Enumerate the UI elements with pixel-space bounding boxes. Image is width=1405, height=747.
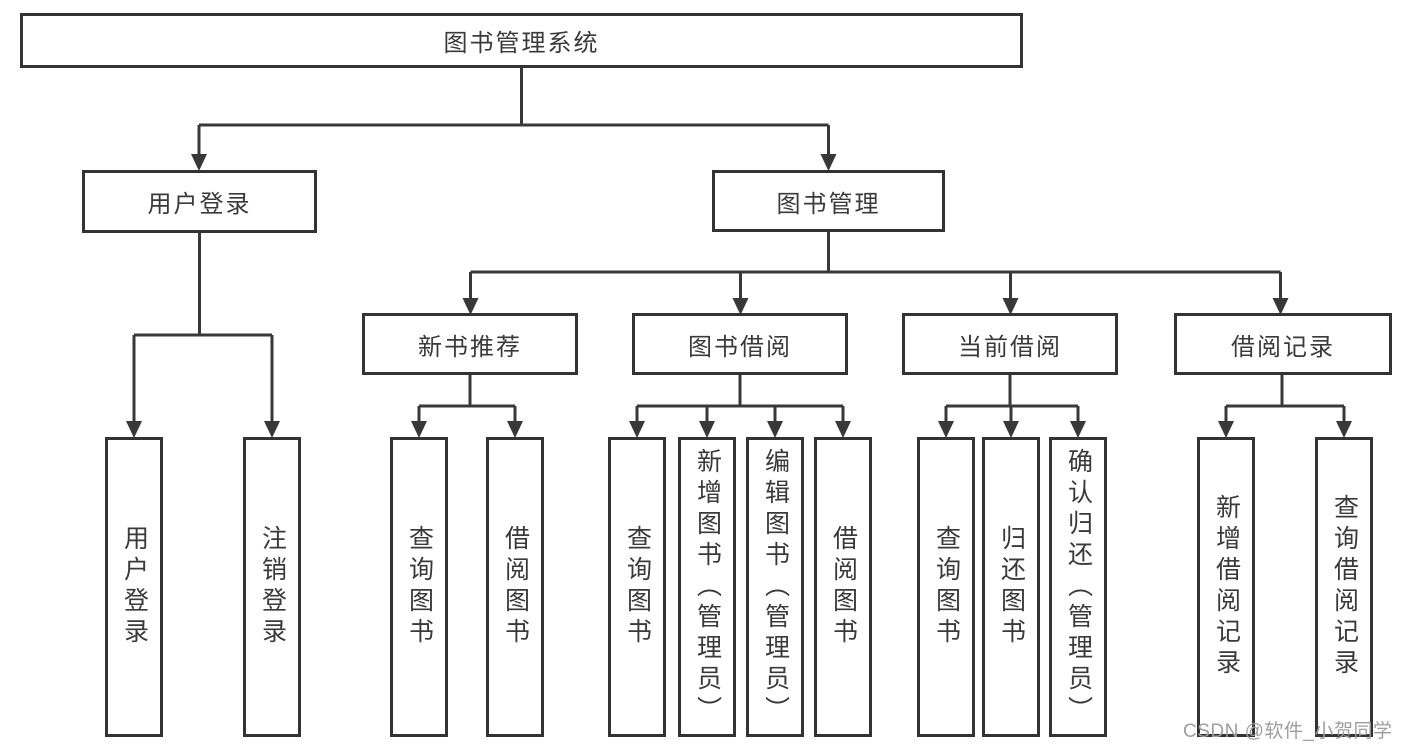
connector-current-borrow-to-leaves bbox=[938, 375, 1086, 438]
connector-borrow-records-to-leaves bbox=[1218, 375, 1352, 438]
leaf-borrow-books-1-label: 借阅图书 bbox=[501, 525, 530, 649]
arrowhead bbox=[191, 154, 207, 171]
node-root: 图书管理系统 bbox=[20, 13, 1023, 68]
csdn-watermark: CSDN @软件_小贺同学 bbox=[1183, 721, 1393, 742]
leaf-add-borrow-record: 新增借阅记录 bbox=[1197, 437, 1255, 737]
arrowhead bbox=[835, 421, 851, 438]
connector-new-book-rec-to-leaves bbox=[411, 375, 523, 438]
connector-book-mgmt-to-level3 bbox=[462, 232, 1289, 315]
leaf-confirm-return-admin: 确认归还（管理员） bbox=[1049, 437, 1107, 737]
leaf-add-books-admin-label: 新增图书（管理员） bbox=[693, 447, 722, 727]
node-user-login-label: 用户登录 bbox=[147, 191, 252, 218]
arrowhead bbox=[732, 298, 749, 315]
arrowhead bbox=[820, 154, 837, 171]
arrowhead bbox=[411, 421, 427, 438]
node-new-book-rec-label: 新书推荐 bbox=[418, 333, 522, 361]
node-root-label: 图书管理系统 bbox=[443, 30, 600, 57]
arrowhead bbox=[1003, 421, 1019, 438]
leaf-logout: 注销登录 bbox=[243, 437, 301, 737]
leaf-return-books: 归还图书 bbox=[982, 437, 1040, 737]
node-borrow-records: 借阅记录 bbox=[1174, 313, 1392, 375]
leaf-user-login-label: 用户登录 bbox=[120, 525, 149, 649]
arrowhead bbox=[1218, 421, 1234, 438]
leaf-confirm-return-admin-label: 确认归还（管理员） bbox=[1064, 447, 1093, 727]
arrowhead bbox=[1336, 421, 1352, 438]
leaf-query-books-2: 查询图书 bbox=[608, 437, 666, 737]
leaf-edit-books-admin: 编辑图书（管理员） bbox=[746, 437, 804, 737]
arrowhead bbox=[507, 421, 523, 438]
arrowhead bbox=[938, 421, 954, 438]
leaf-query-books-1-label: 查询图书 bbox=[405, 525, 434, 649]
connector-user-login-to-leaves bbox=[126, 233, 280, 438]
leaf-borrow-books-1: 借阅图书 bbox=[486, 437, 544, 737]
leaf-add-books-admin: 新增图书（管理员） bbox=[678, 437, 736, 737]
arrowhead bbox=[629, 421, 645, 438]
leaf-query-books-2-label: 查询图书 bbox=[623, 525, 652, 649]
leaf-borrow-books-2: 借阅图书 bbox=[814, 437, 872, 737]
node-new-book-rec: 新书推荐 bbox=[362, 313, 578, 375]
leaf-query-borrow-record: 查询借阅记录 bbox=[1315, 437, 1373, 737]
leaf-logout-label: 注销登录 bbox=[258, 525, 287, 649]
arrowhead bbox=[264, 421, 280, 438]
leaf-user-login: 用户登录 bbox=[105, 437, 163, 737]
node-user-login: 用户登录 bbox=[82, 170, 317, 233]
leaf-edit-books-admin-label: 编辑图书（管理员） bbox=[761, 447, 790, 727]
node-current-borrow: 当前借阅 bbox=[902, 313, 1118, 375]
node-current-borrow-label: 当前借阅 bbox=[958, 333, 1062, 361]
arrowhead bbox=[1002, 298, 1019, 315]
leaf-add-borrow-record-label: 新增借阅记录 bbox=[1212, 494, 1241, 680]
node-book-borrow: 图书借阅 bbox=[632, 313, 848, 375]
connector-root-to-level2 bbox=[191, 68, 837, 171]
leaf-query-books-3-label: 查询图书 bbox=[932, 525, 961, 649]
arrowhead bbox=[699, 421, 715, 438]
arrowhead bbox=[1272, 298, 1289, 315]
arrowhead bbox=[126, 421, 142, 438]
leaf-query-books-1: 查询图书 bbox=[390, 437, 448, 737]
node-book-borrow-label: 图书借阅 bbox=[688, 333, 792, 361]
arrowhead bbox=[1070, 421, 1086, 438]
leaf-query-books-3: 查询图书 bbox=[917, 437, 975, 737]
connector-book-borrow-to-leaves bbox=[629, 375, 851, 438]
leaf-borrow-books-2-label: 借阅图书 bbox=[829, 525, 858, 649]
leaf-return-books-label: 归还图书 bbox=[997, 525, 1026, 649]
node-book-mgmt: 图书管理 bbox=[712, 170, 945, 232]
node-borrow-records-label: 借阅记录 bbox=[1231, 333, 1335, 361]
arrowhead bbox=[767, 421, 783, 438]
node-book-mgmt-label: 图书管理 bbox=[776, 190, 881, 218]
leaf-query-borrow-record-label: 查询借阅记录 bbox=[1330, 494, 1359, 680]
arrowhead bbox=[462, 298, 479, 315]
